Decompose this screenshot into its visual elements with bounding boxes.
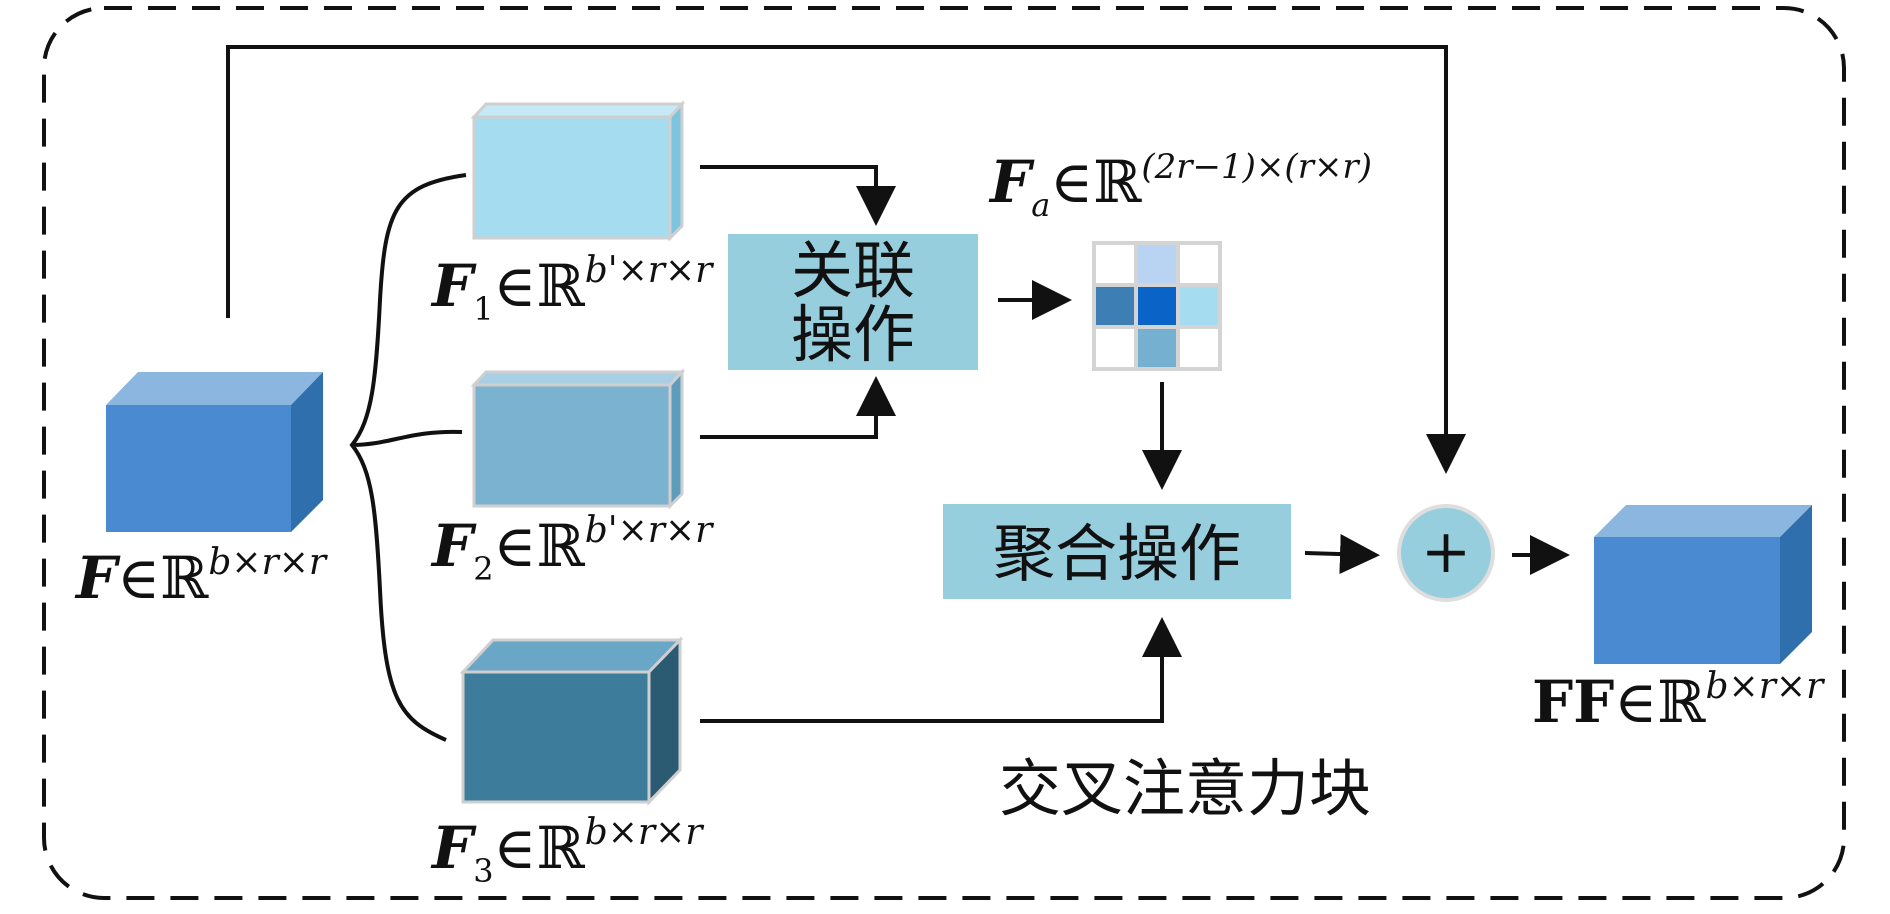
aggregation-to-plus-arrow [1304, 534, 1380, 575]
split-brace [349, 173, 467, 742]
f1-tensor-label: F1∈ℝb'×r×r [430, 250, 714, 328]
aggregation-op-label: 聚合操作 [993, 517, 1241, 590]
attention-grid-cell [1134, 283, 1180, 329]
output-tensor-cube [1594, 505, 1812, 664]
attention-grid-cell [1092, 325, 1138, 371]
attention-map-label: Fa∈ℝ(2r−1)×(r×r) [988, 147, 1372, 224]
f2-tensor-label: F2∈ℝb'×r×r [430, 510, 714, 588]
attention-grid-cell [1092, 283, 1138, 329]
f2-to-correlation-arrow [700, 376, 896, 439]
skip-connection-line [226, 45, 1466, 474]
attention-grid-cell [1176, 325, 1222, 371]
attention-grid-cell [1134, 325, 1180, 371]
input-cube-front [106, 405, 291, 532]
input-cube-top [106, 372, 323, 405]
input-cube-side [291, 372, 323, 532]
attention-grid-cell [1176, 241, 1222, 287]
input-tensor-cube [106, 372, 323, 532]
attention-map-grid [1092, 241, 1222, 371]
block-border [42, 6, 1846, 900]
f1-to-correlation-arrow [700, 165, 896, 226]
correlation-op-line1: 关联 [791, 234, 915, 307]
input-tensor-label: F∈ℝb×r×r [74, 542, 328, 612]
block-title: 交叉注意力块 [999, 752, 1371, 825]
f3-tensor-label: F3∈ℝb×r×r [430, 812, 704, 890]
attention-grid-cell [1134, 241, 1180, 287]
f2-tensor-box [470, 368, 686, 510]
aggregation-op-box [943, 504, 1291, 599]
correlation-op-line2: 操作 [791, 298, 915, 371]
f3-to-aggregation-arrow [700, 617, 1182, 723]
attention-grid-cell [1092, 241, 1138, 287]
attention-grid-cell [1176, 283, 1222, 329]
correlation-op-box [728, 234, 978, 370]
output-tensor-label: FF∈ℝb×r×r [1532, 666, 1825, 736]
f1-tensor-box [470, 100, 686, 242]
add-symbol: + [1421, 517, 1471, 587]
f3-tensor-cube [459, 636, 684, 806]
add-circle [1397, 504, 1495, 602]
